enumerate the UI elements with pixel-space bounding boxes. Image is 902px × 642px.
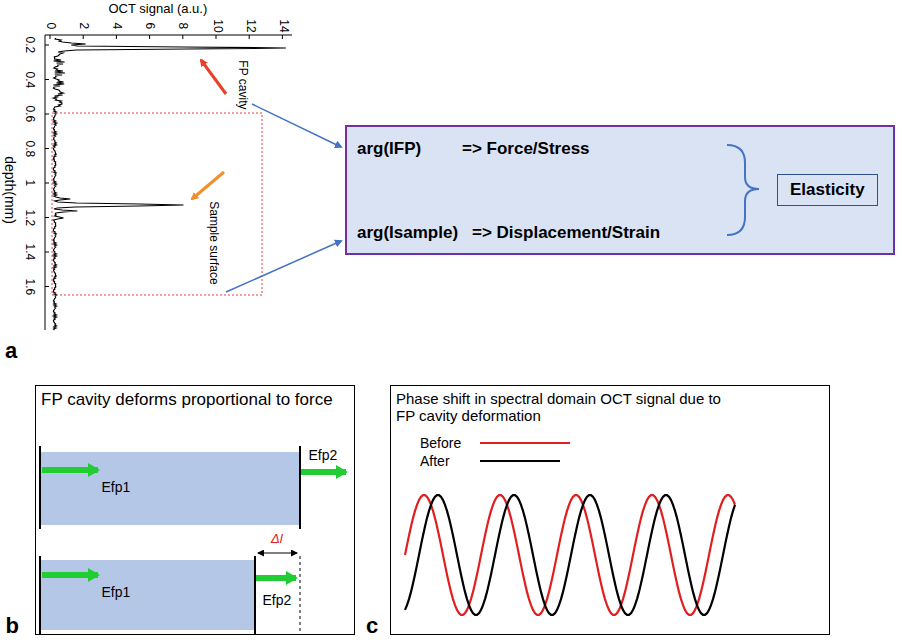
oct-trace bbox=[53, 38, 286, 330]
leader-arrow bbox=[252, 104, 341, 147]
tick-mark bbox=[45, 114, 49, 115]
tick-mark bbox=[50, 35, 51, 39]
panel-box: FP cavity deforms proportional to force bbox=[35, 385, 355, 635]
label: OCT signal (a.u.) bbox=[109, 2, 208, 17]
label: Sample surface bbox=[205, 201, 219, 284]
label: Efp2 bbox=[263, 592, 292, 608]
dashed-line bbox=[300, 556, 301, 634]
label: 6 bbox=[143, 23, 157, 30]
mirror bbox=[299, 446, 301, 529]
mirror bbox=[39, 446, 41, 529]
label: b bbox=[6, 613, 19, 638]
fp-cavity-illustration bbox=[40, 446, 346, 634]
label: 1.2 bbox=[22, 209, 36, 226]
field-arrow bbox=[42, 572, 98, 578]
tick-mark bbox=[45, 148, 49, 149]
label: Efp2 bbox=[309, 447, 338, 463]
sine-wave bbox=[405, 495, 735, 615]
legend-text: Before bbox=[420, 435, 461, 451]
tick-mark bbox=[116, 35, 117, 39]
label: 0.8 bbox=[22, 140, 36, 157]
tick-mark bbox=[83, 35, 84, 39]
label: 0.4 bbox=[22, 71, 36, 88]
label: a bbox=[5, 338, 17, 363]
result-box: Elasticity bbox=[777, 174, 878, 206]
label: Efp1 bbox=[102, 584, 131, 600]
label: Efp1 bbox=[102, 479, 131, 495]
tick-mark bbox=[45, 217, 49, 218]
formula-text: => Displacement/Strain bbox=[472, 223, 660, 243]
panel-title: Phase shift in spectral domain OCT signa… bbox=[396, 390, 726, 425]
signal-axis bbox=[45, 35, 292, 36]
panel-title: FP cavity deforms proportional to force bbox=[41, 390, 333, 410]
tick-mark bbox=[45, 252, 49, 253]
label: 0.6 bbox=[22, 106, 36, 123]
label: 2 bbox=[76, 23, 90, 30]
leader-arrow bbox=[226, 241, 341, 292]
tick-mark bbox=[45, 79, 49, 80]
fp-arrow bbox=[201, 60, 226, 94]
tick-mark bbox=[45, 45, 49, 46]
field-arrow bbox=[42, 467, 98, 473]
legend-text: After bbox=[420, 453, 450, 469]
mirror bbox=[39, 556, 41, 634]
tick-mark bbox=[282, 35, 283, 39]
label: depth(mm) bbox=[2, 156, 18, 224]
panel-box: Phase shift in spectral domain OCT signa… bbox=[390, 385, 830, 635]
tick-mark bbox=[216, 35, 217, 39]
formula-text: arg(Isample) bbox=[357, 223, 458, 243]
sine-wave bbox=[405, 495, 735, 615]
label: 1 bbox=[22, 180, 36, 187]
field-arrow bbox=[301, 469, 346, 475]
result-text: Elasticity bbox=[790, 180, 865, 200]
legend-line bbox=[480, 442, 570, 444]
label: 12 bbox=[242, 19, 256, 32]
label: c bbox=[366, 613, 378, 638]
plot-axes bbox=[45, 35, 292, 330]
formula-text: => Force/Stress bbox=[462, 139, 590, 159]
dimension-arrow bbox=[258, 553, 297, 554]
tick-marks bbox=[45, 35, 282, 287]
label: 0.2 bbox=[22, 37, 36, 54]
label: 10 bbox=[209, 19, 223, 32]
tick-mark bbox=[149, 35, 150, 39]
formula-text: arg(IFP) bbox=[357, 139, 421, 159]
phase-illustration bbox=[405, 443, 735, 615]
field-arrow bbox=[256, 575, 296, 581]
tick-mark bbox=[249, 35, 250, 39]
label: 14 bbox=[276, 19, 290, 32]
tick-mark bbox=[45, 286, 49, 287]
label: 1.4 bbox=[22, 244, 36, 261]
label: FP cavity bbox=[235, 60, 249, 109]
formula-panel: arg(IFP) => Force/Stress arg(Isample) => Di… bbox=[345, 125, 895, 255]
tick-mark bbox=[45, 183, 49, 184]
label: 4 bbox=[109, 23, 123, 30]
label: 0 bbox=[43, 23, 57, 30]
cavity-block bbox=[40, 452, 300, 525]
label: 8 bbox=[176, 23, 190, 30]
mirror bbox=[254, 556, 256, 634]
label: Δl bbox=[271, 532, 283, 547]
label: 1.6 bbox=[22, 278, 36, 295]
cavity-block bbox=[40, 560, 255, 630]
legend-line bbox=[480, 460, 560, 462]
tick-mark bbox=[182, 35, 183, 39]
surface-arrow bbox=[192, 172, 224, 199]
curly-bracket bbox=[727, 145, 759, 235]
